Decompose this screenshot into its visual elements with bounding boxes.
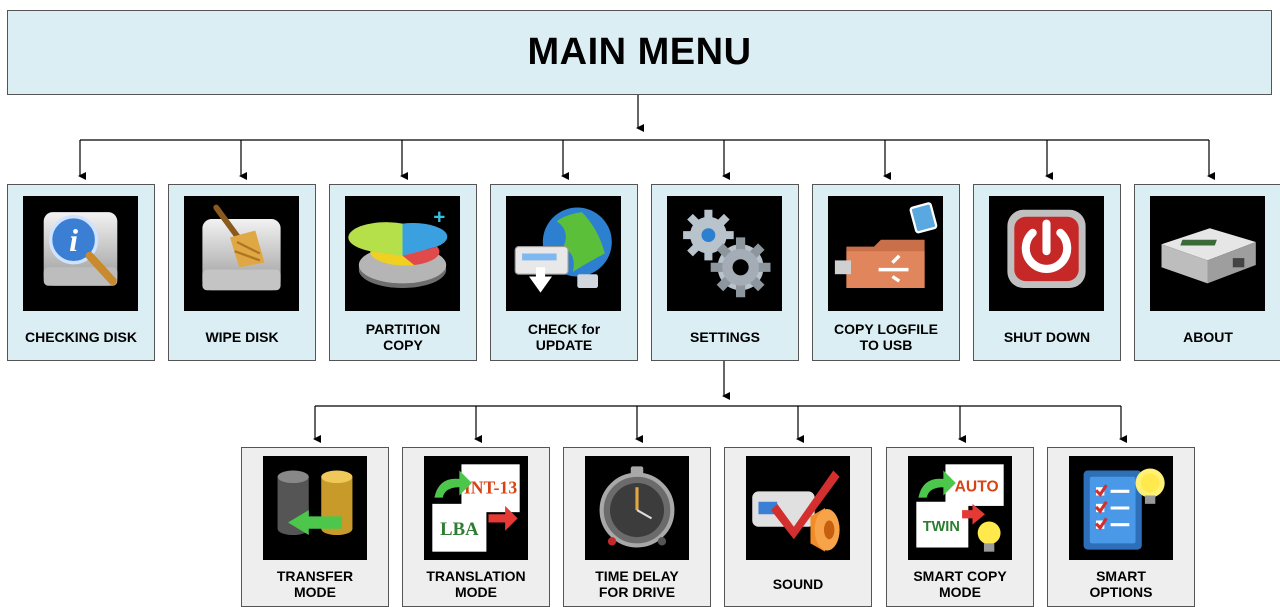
- settings-label: TIME DELAY FOR DRIVE: [595, 568, 679, 600]
- stopwatch-icon: [585, 456, 689, 560]
- menu-label: CHECKING DISK: [24, 329, 137, 345]
- menu-item-settings[interactable]: SETTINGS: [651, 184, 799, 361]
- settings-label: SMART COPY MODE: [913, 568, 1007, 600]
- menu-item-shut-down[interactable]: SHUT DOWN: [973, 184, 1121, 361]
- settings-item-sound[interactable]: SOUND: [724, 447, 872, 607]
- menu-item-copy-logfile-to-usb[interactable]: COPY LOGFILE TO USB: [812, 184, 960, 361]
- settings-item-time-delay-for-drive[interactable]: TIME DELAY FOR DRIVE: [563, 447, 711, 607]
- menu-label: PARTITION COPY: [365, 321, 441, 353]
- menu-item-check-for-update[interactable]: CHECK for UPDATE: [490, 184, 638, 361]
- checklist-bulb-icon: [1069, 456, 1173, 560]
- menu-item-about[interactable]: ABOUT: [1134, 184, 1280, 361]
- smart-copy-icon: AUTO TWIN: [908, 456, 1012, 560]
- settings-label: TRANSLATION MODE: [426, 568, 526, 600]
- menu-label: WIPE DISK: [205, 329, 279, 345]
- settings-label: SMART OPTIONS: [1089, 568, 1153, 600]
- settings-item-smart-options[interactable]: SMART OPTIONS: [1047, 447, 1195, 607]
- power-icon: [989, 196, 1104, 311]
- menu-label: SHUT DOWN: [1003, 329, 1091, 345]
- disk-broom-icon: [184, 196, 299, 311]
- device-box-icon: [1150, 196, 1265, 311]
- settings-label: SOUND: [772, 576, 824, 592]
- speaker-check-icon: [746, 456, 850, 560]
- badge-int13: INT-13: [464, 477, 518, 497]
- menu-label: COPY LOGFILE TO USB: [834, 321, 938, 353]
- badge-auto: AUTO: [955, 478, 999, 495]
- translation-icon: INT-13 LBA: [424, 456, 528, 560]
- svg-text:+: +: [433, 206, 445, 229]
- menu-item-partition-copy[interactable]: + PARTITION COPY: [329, 184, 477, 361]
- network-update-icon: [506, 196, 621, 311]
- settings-item-translation-mode[interactable]: INT-13 LBA TRANSLATION MODE: [402, 447, 550, 607]
- badge-twin: TWIN: [923, 519, 960, 535]
- settings-label: TRANSFER MODE: [276, 568, 354, 600]
- main-menu-title-box: MAIN MENU: [7, 10, 1272, 95]
- settings-item-smart-copy-mode[interactable]: AUTO TWIN SMART COPY MODE: [886, 447, 1034, 607]
- gears-icon: [667, 196, 782, 311]
- partition-copy-icon: +: [345, 196, 460, 311]
- disk-info-icon: i: [23, 196, 138, 311]
- main-menu-title: MAIN MENU: [527, 31, 752, 73]
- database-transfer-icon: [263, 456, 367, 560]
- svg-text:i: i: [69, 222, 78, 258]
- usb-folder-icon: [828, 196, 943, 311]
- menu-item-checking-disk[interactable]: i CHECKING DISK: [7, 184, 155, 361]
- menu-label: SETTINGS: [689, 329, 760, 345]
- menu-label: CHECK for UPDATE: [527, 321, 601, 353]
- menu-item-wipe-disk[interactable]: WIPE DISK: [168, 184, 316, 361]
- settings-item-transfer-mode[interactable]: TRANSFER MODE: [241, 447, 389, 607]
- badge-lba: LBA: [440, 519, 479, 540]
- menu-label: ABOUT: [1183, 329, 1233, 345]
